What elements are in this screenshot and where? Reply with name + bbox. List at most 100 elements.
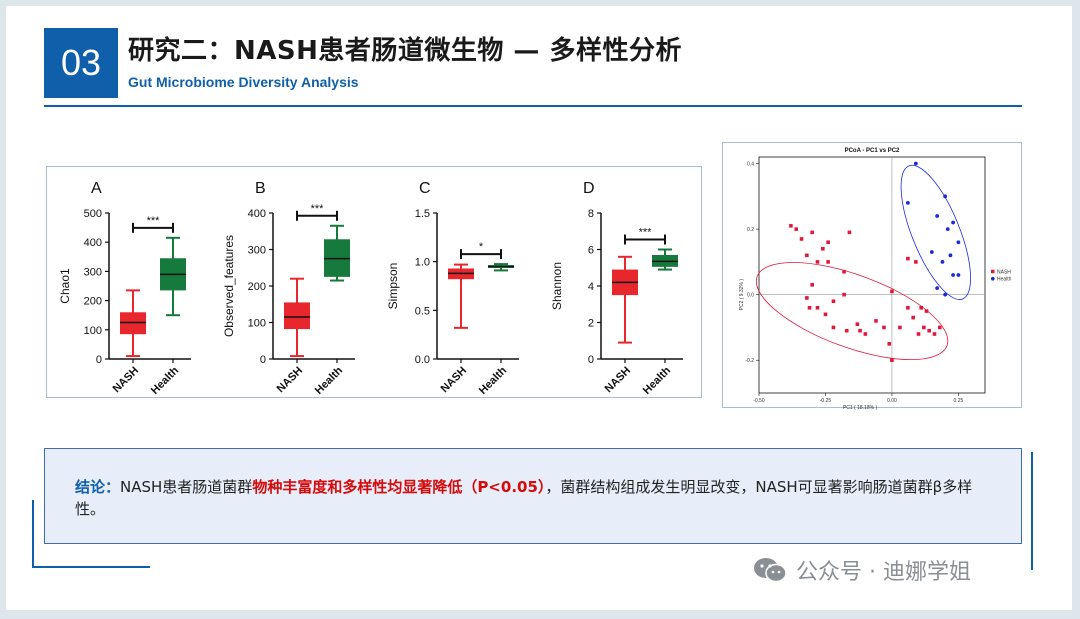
scatter-point-nash (805, 296, 809, 300)
y-tick-label: 0.5 (415, 305, 430, 317)
pcoa-x-tick-label: -0.25 (820, 398, 832, 404)
scatter-point-nash (916, 332, 921, 336)
scatter-point-nash (794, 227, 799, 231)
y-tick-label: 0.0 (415, 354, 430, 366)
x-tick-label: Health (313, 364, 345, 396)
y-tick-label: 100 (84, 325, 102, 337)
scatter-point-nash (823, 312, 828, 317)
decor-line-vertical-left (32, 500, 34, 568)
wechat-icon (754, 558, 787, 583)
pcoa-x-tick-label: 0.00 (887, 398, 897, 404)
x-tick-label: Health (149, 364, 181, 396)
scatter-point-nash (932, 332, 937, 336)
pcoa-title: PCoA - PC1 vs PC2 (845, 148, 900, 154)
pcoa-frame (758, 156, 986, 394)
significance-marker: *** (147, 215, 161, 227)
scatter-point-health (948, 253, 953, 258)
scatter-point-health (935, 286, 940, 291)
y-tick-label: 6 (588, 245, 594, 257)
x-tick-label: Health (477, 364, 509, 396)
scatter-point-nash (815, 305, 820, 310)
panel-label: B (255, 180, 266, 197)
panel-label: C (419, 180, 431, 197)
scatter-point-health (940, 259, 945, 264)
y-axis-label: Simpson (386, 263, 400, 310)
scatter-point-health (951, 220, 955, 225)
y-tick-label: 8 (588, 208, 594, 220)
scatter-point-health (929, 250, 934, 254)
y-tick-label: 500 (84, 208, 102, 220)
scatter-point-nash (799, 237, 804, 241)
page-subtitle: Gut Microbiome Diversity Analysis (128, 74, 359, 90)
scatter-point-health (951, 273, 955, 277)
y-tick-label: 100 (248, 318, 266, 330)
y-axis-label: Chao1 (58, 268, 72, 304)
significance-marker: *** (639, 227, 653, 239)
conclusion-highlight: 物种丰富度和多样性均显著降低（P<0.05） (252, 478, 546, 496)
pcoa-y-tick-label: 0.0 (747, 293, 754, 299)
conclusion-text: 结论：NASH患者肠道菌群物种丰富度和多样性均显著降低（P<0.05），菌群结构… (75, 476, 995, 520)
scatter-point-health (935, 214, 940, 218)
confidence-ellipse-nash (755, 262, 949, 361)
y-axis-label: Shannon (550, 262, 564, 310)
pcoa-x-axis-label: PC1 ( 18.18% ) (843, 405, 878, 411)
scatter-point-nash (938, 325, 942, 330)
decor-line-vertical (1031, 452, 1033, 570)
scatter-point-nash (858, 328, 862, 333)
conclusion-label: 结论： (75, 478, 121, 496)
scatter-point-nash (831, 299, 836, 304)
scatter-point-nash (906, 256, 910, 261)
x-tick-label: NASH (111, 365, 142, 396)
scatter-point-nash (887, 342, 892, 346)
scatter-point-health (905, 200, 910, 205)
y-axis-label: Observed_features (222, 235, 236, 337)
conclusion-box: 结论：NASH患者肠道菌群物种丰富度和多样性均显著降低（P<0.05），菌群结构… (44, 448, 1022, 544)
scatter-point-nash (890, 289, 894, 294)
y-tick-label: 2 (588, 318, 594, 330)
legend-marker-health (991, 276, 995, 281)
y-tick-label: 300 (248, 245, 266, 257)
watermark: 公众号 · 迪娜学姐 (752, 554, 971, 586)
scatter-point-nash (924, 309, 929, 313)
y-tick-label: 200 (84, 296, 102, 308)
y-tick-label: 0 (588, 354, 594, 366)
scatter-point-nash (821, 246, 825, 251)
pcoa-y-tick-label: 0.2 (747, 227, 754, 233)
watermark-text: 公众号 · 迪娜学姐 (796, 560, 971, 585)
y-tick-label: 400 (84, 237, 102, 249)
title-divider (44, 105, 1022, 107)
pcoa-x-tick-label: -0.50 (753, 398, 765, 404)
significance-marker: *** (311, 203, 325, 215)
scatter-point-nash (810, 230, 814, 235)
scatter-point-nash (826, 240, 830, 245)
scatter-point-nash (890, 358, 894, 363)
scatter-point-nash (906, 305, 910, 310)
x-tick-label: NASH (603, 365, 634, 396)
scatter-point-nash (831, 325, 836, 330)
page-title: 研究二：NASH患者肠道微生物 — 多样性分析 (128, 36, 682, 66)
y-tick-label: 0 (260, 354, 266, 366)
legend-label: Health (997, 277, 1012, 283)
x-tick-label: NASH (439, 365, 470, 396)
scatter-point-nash (807, 305, 812, 310)
decor-line-horizontal (32, 566, 150, 568)
scatter-point-nash (922, 325, 926, 330)
panel-label: A (91, 180, 102, 197)
conclusion-text-before: NASH患者肠道菌群 (120, 478, 253, 496)
y-tick-label: 0 (96, 354, 102, 366)
section-number: 03 (44, 28, 118, 98)
y-tick-label: 4 (588, 281, 594, 293)
scatter-point-nash (911, 315, 916, 320)
y-tick-label: 200 (248, 281, 266, 293)
scatter-point-nash (927, 328, 931, 333)
significance-marker: * (479, 241, 484, 253)
legend-marker-nash (991, 269, 995, 274)
y-tick-label: 1.5 (415, 208, 430, 220)
scatter-point-nash (842, 292, 846, 297)
scatter-point-nash (842, 269, 846, 274)
pcoa-y-axis-label: PC2 ( 9.32% ) (739, 279, 745, 311)
y-tick-label: 1.0 (415, 257, 430, 269)
